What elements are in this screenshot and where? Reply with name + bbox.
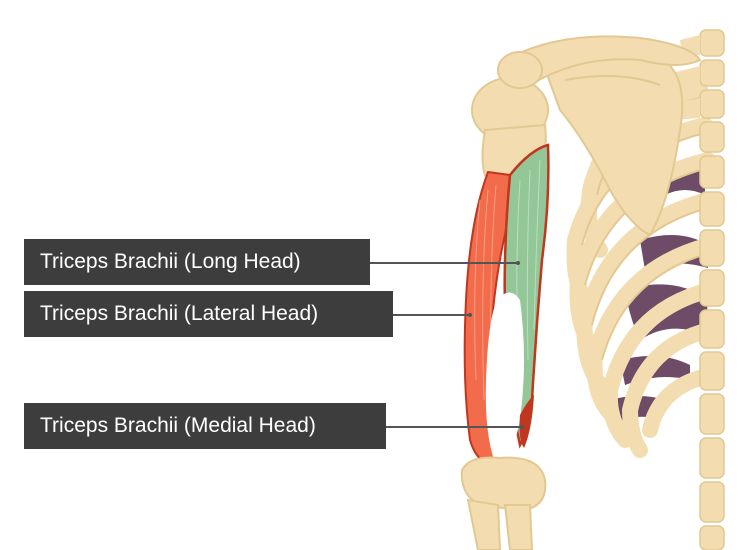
leader-line-long-head xyxy=(370,262,518,264)
label-lateral-head: Triceps Brachii (Lateral Head) xyxy=(24,291,393,337)
leader-line-medial-head xyxy=(386,426,522,428)
pointer-dot-medial-head xyxy=(520,425,524,429)
label-medial-head: Triceps Brachii (Medial Head) xyxy=(24,403,386,449)
vertebral-column xyxy=(699,29,725,550)
medial-head-muscle xyxy=(519,395,534,448)
pointer-dot-long-head xyxy=(516,261,520,265)
pointer-dot-lateral-head xyxy=(468,313,472,317)
leader-line-lateral-head xyxy=(393,314,471,316)
forearm-bones xyxy=(466,498,534,550)
label-long-head: Triceps Brachii (Long Head) xyxy=(24,239,370,285)
clavicle xyxy=(503,35,702,87)
